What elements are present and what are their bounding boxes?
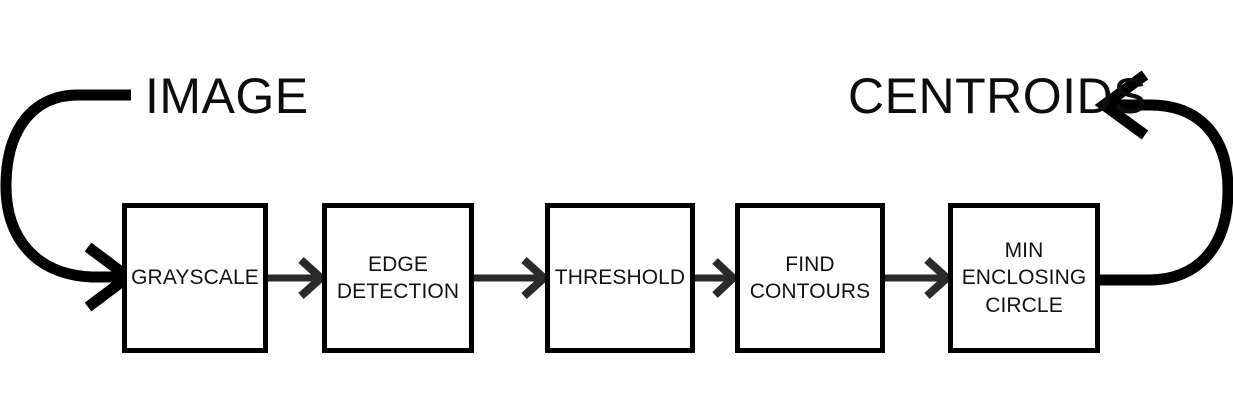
connector-min-enclosing-circle-to-centroids [1094, 70, 1233, 286]
centroids-connector-arrowhead-icon [1094, 70, 1149, 140]
process-box-find-contours-label: FIND CONTOURS [749, 252, 871, 303]
process-box-edge-detection-label: EDGE DETECTION [336, 252, 460, 303]
connector-threshold-to-find-contours [695, 258, 739, 298]
process-box-min-enclosing-circle-label: MIN ENCLOSING CIRCLE [961, 239, 1087, 317]
edge-threshold-arrowhead-icon [521, 257, 550, 299]
connector-find-contours-to-min-enclosing-circle [885, 257, 953, 299]
connector-image-to-grayscale [0, 89, 138, 312]
process-box-threshold[interactable]: THRESHOLD [545, 203, 695, 353]
contours-circle-arrowhead-icon [924, 257, 953, 299]
process-box-min-enclosing-circle[interactable]: MIN ENCLOSING CIRCLE [948, 203, 1100, 353]
grayscale-edge-arrowhead-icon [298, 257, 327, 299]
process-box-threshold-label: THRESHOLD [554, 266, 686, 290]
centroids-output-label: CENTROIDS [848, 68, 1147, 124]
process-box-grayscale-label: GRAYSCALE [131, 266, 259, 290]
connector-edge-detection-to-threshold [474, 257, 550, 299]
image-input-label: IMAGE [145, 68, 309, 124]
connector-grayscale-to-edge-detection [268, 257, 327, 299]
image-connector-path [0, 89, 131, 283]
threshold-contours-arrowhead-icon [712, 258, 739, 298]
process-box-find-contours[interactable]: FIND CONTOURS [735, 203, 885, 353]
process-box-grayscale[interactable]: GRAYSCALE [122, 203, 268, 353]
process-box-edge-detection[interactable]: EDGE DETECTION [322, 203, 474, 353]
centroids-connector-path [1100, 99, 1233, 286]
